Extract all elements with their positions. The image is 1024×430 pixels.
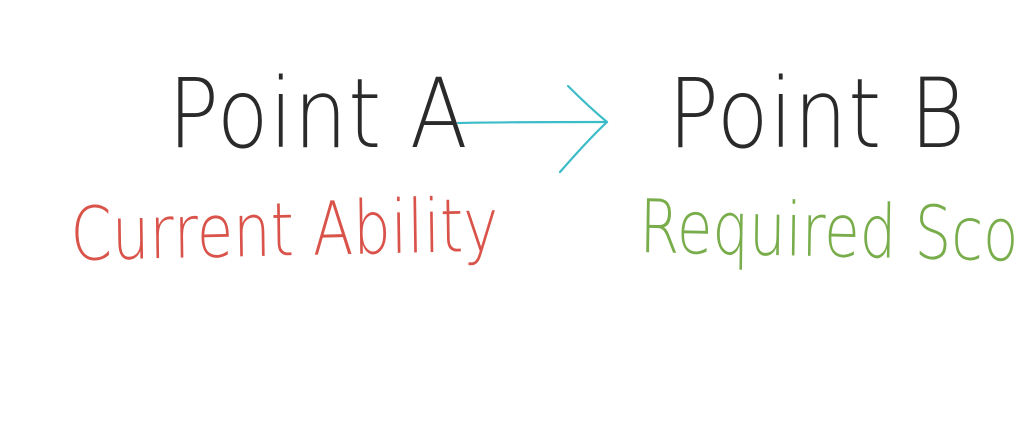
point-b-label: Point B (668, 58, 967, 170)
arrow-right-icon (456, 84, 609, 174)
point-a-label: Point A (168, 58, 469, 170)
arrow-head-lower (558, 120, 609, 174)
arrow-head-upper (566, 84, 609, 124)
required-score-label: Required Score (638, 184, 1024, 280)
arrow-shaft (456, 120, 608, 125)
current-ability-label: Current Ability (69, 182, 499, 278)
